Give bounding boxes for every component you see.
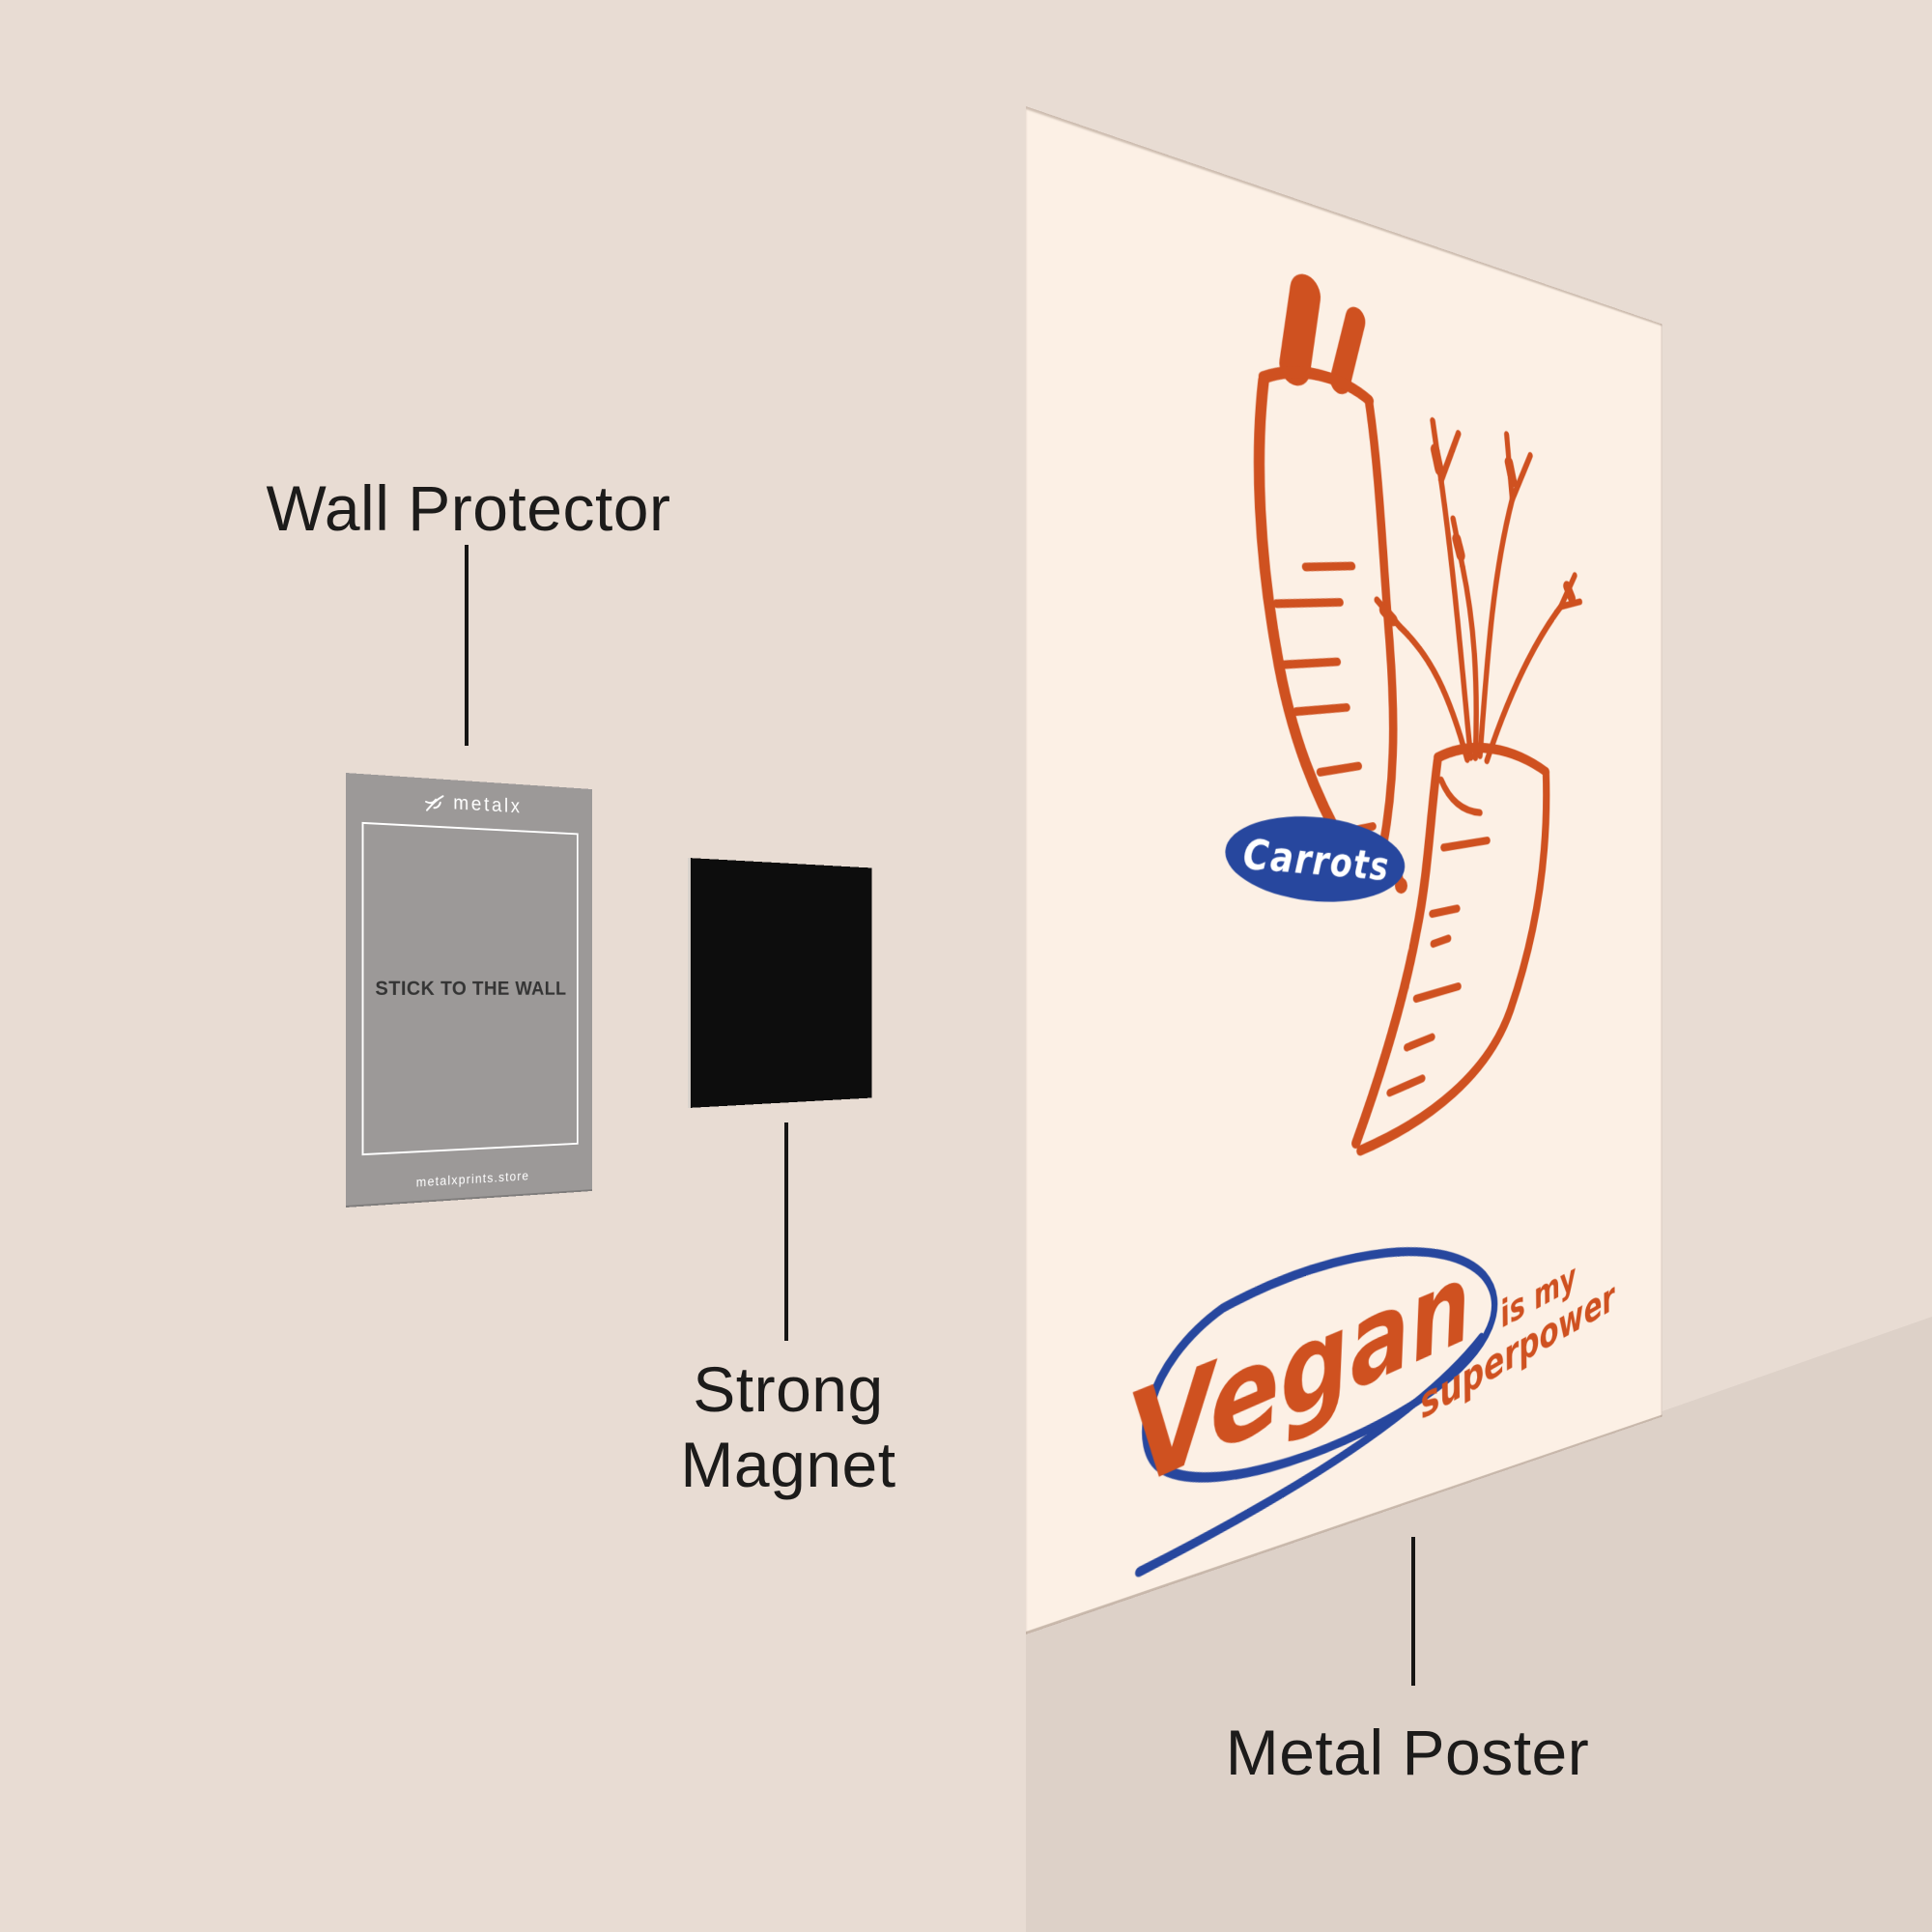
card-message: STICK TO THE WALL bbox=[375, 977, 567, 1000]
metalx-logo-icon bbox=[424, 790, 445, 814]
metal-poster-connector-line bbox=[1411, 1537, 1415, 1686]
card-website: metalxprints.store bbox=[415, 1168, 530, 1190]
wall-protector-card: metalx STICK TO THE WALL metalxprints.st… bbox=[346, 773, 592, 1208]
metal-poster: Carrots bbox=[1026, 106, 1662, 1634]
wall-protector-label: Wall Protector bbox=[266, 472, 671, 544]
strong-magnet-square bbox=[688, 858, 872, 1108]
carrot-left-illustration bbox=[1260, 279, 1407, 895]
metal-poster-label: Metal Poster bbox=[1225, 1717, 1590, 1788]
strong-magnet-connector-line bbox=[784, 1122, 788, 1341]
wall-protector-connector-line bbox=[465, 545, 469, 746]
carrots-badge: Carrots bbox=[1222, 807, 1407, 908]
poster-artwork: Carrots bbox=[1121, 106, 1619, 1634]
strong-magnet-label: Strong Magnet bbox=[680, 1353, 896, 1500]
card-inner-frame: STICK TO THE WALL bbox=[361, 821, 579, 1156]
brand-name: metalx bbox=[453, 791, 523, 818]
brand-logo: metalx bbox=[346, 785, 592, 822]
